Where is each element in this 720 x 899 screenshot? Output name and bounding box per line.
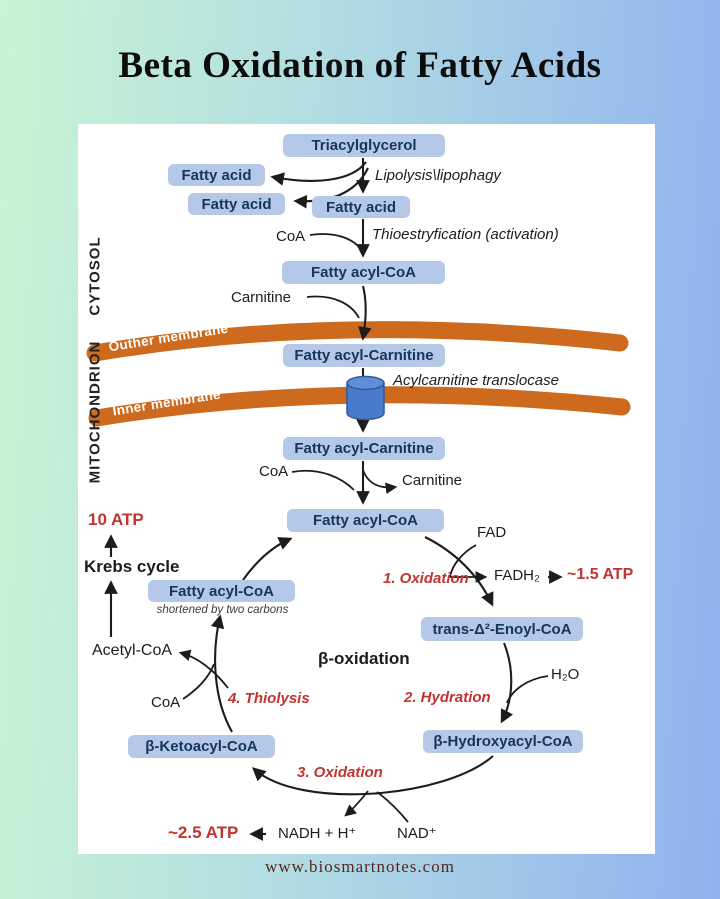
- lipolysis-label: Lipolysis\lipophagy: [375, 167, 501, 184]
- beta-oxidation-label: β-oxidation: [318, 649, 410, 668]
- nadh-label: NADH + H⁺: [278, 825, 357, 842]
- box-fatty-acid-3: Fatty acid: [312, 196, 410, 218]
- step3-oxidation-label: 3. Oxidation: [297, 764, 383, 781]
- shortened-note: shortened by two carbons: [156, 604, 289, 616]
- translocase-label: Acylcarnitine translocase: [393, 372, 559, 389]
- page-title: Beta Oxidation of Fatty Acids: [118, 45, 602, 86]
- acetyl-coa-label: Acetyl-CoA: [92, 642, 173, 659]
- fadh2-atp-label: ~1.5 ATP: [567, 566, 634, 583]
- nad-label: NAD⁺: [397, 825, 437, 842]
- box-fatty-acyl-coa-shortened: Fatty acyl-CoA: [148, 580, 295, 602]
- step1-oxidation-label: 1. Oxidation: [383, 570, 469, 587]
- coa-activation-label: CoA: [276, 228, 306, 245]
- coa-matrix-label: CoA: [259, 463, 289, 480]
- h2o-label: H₂O: [551, 666, 580, 683]
- mitochondrion-label: MITOCHONDRION: [86, 340, 104, 484]
- box-fatty-acyl-carnitine-outer: Fatty acyl-Carnitine: [283, 344, 445, 367]
- fadh2-label: FADH₂: [494, 567, 540, 584]
- website-url: www.biosmartnotes.com: [265, 857, 455, 876]
- box-beta-ketoacyl-coa: β-Ketoacyl-CoA: [128, 735, 275, 758]
- box-fatty-acyl-carnitine-matrix: Fatty acyl-Carnitine: [283, 437, 445, 460]
- box-fatty-acid-2: Fatty acid: [188, 193, 285, 215]
- box-fatty-acyl-coa-cytosol: Fatty acyl-CoA: [282, 261, 445, 284]
- activation-label: Thioestryfication (activation): [372, 226, 559, 243]
- krebs-atp-label: 10 ATP: [88, 510, 144, 529]
- box-beta-hydroxyacyl-coa: β-Hydroxyacyl-CoA: [423, 730, 583, 753]
- step2-hydration-label: 2. Hydration: [404, 689, 491, 706]
- carnitine-matrix-label: Carnitine: [402, 472, 463, 489]
- box-fatty-acyl-coa-cycle: Fatty acyl-CoA: [287, 509, 444, 532]
- coa-thiolysis-label: CoA: [151, 694, 181, 711]
- carnitine-cytosol-label: Carnitine: [231, 289, 292, 306]
- cytosol-label: CYTOSOL: [86, 236, 104, 316]
- fad-label: FAD: [477, 524, 507, 541]
- box-fatty-acid-1: Fatty acid: [168, 164, 265, 186]
- box-triacylglycerol: Triacylglycerol: [283, 134, 445, 157]
- box-trans-enoyl-coa: trans-Δ²-Enoyl-CoA: [421, 617, 583, 641]
- krebs-cycle-label: Krebs cycle: [84, 557, 180, 576]
- step4-thiolysis-label: 4. Thiolysis: [228, 690, 310, 707]
- nadh-atp-label: ~2.5 ATP: [168, 823, 239, 842]
